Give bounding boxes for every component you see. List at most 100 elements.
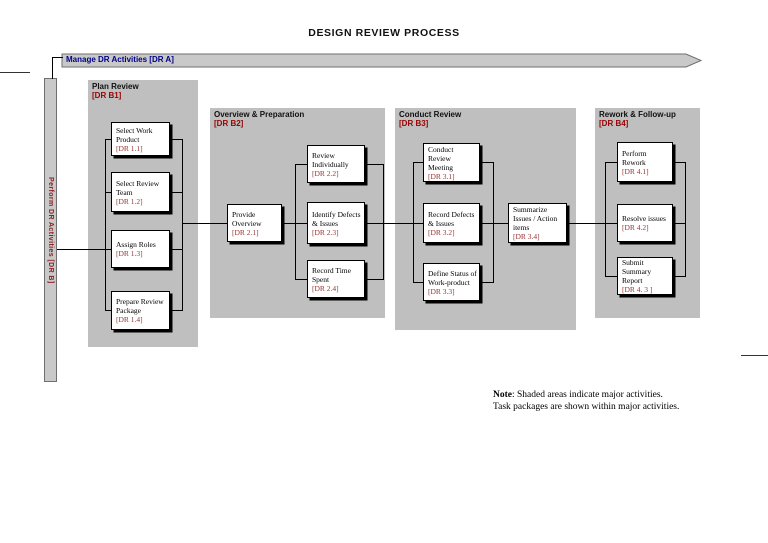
connector-line (105, 139, 106, 311)
task-submit-summary-report: Submit Summary Report [DR 4. 3 ] (617, 257, 673, 295)
section-header: Rework & Follow-up [DR B4] (599, 110, 676, 128)
section-code: [DR B3] (399, 119, 429, 128)
connector-line (673, 276, 685, 277)
task-code: [DR 3.1] (428, 171, 455, 181)
connector-line (413, 282, 423, 283)
task-record-defects-issues: Record Defects & Issues [DR 3.2] (423, 203, 480, 243)
task-code: [DR 2.1] (232, 227, 259, 237)
task-record-time-spent: Record Time Spent [DR 2.4] (307, 260, 365, 298)
task-define-status-work-product: Define Status of Work-product [DR 3.3] (423, 263, 480, 301)
connector-line (170, 249, 182, 250)
connector-line (480, 223, 508, 224)
connector-line (295, 279, 307, 280)
task-title: Define Status of Work-product (428, 268, 477, 287)
task-code: [DR 1.3] (116, 249, 143, 258)
connector-line (383, 164, 384, 280)
section-title: Plan Review (92, 82, 139, 91)
connector-line (170, 310, 182, 311)
task-code: [DR 4. 3 ] (622, 285, 653, 294)
section-title: Overview & Preparation (214, 110, 305, 119)
connector-line (567, 223, 617, 224)
task-title: Provide Overview (232, 209, 262, 228)
task-review-individually: Review Individually [DR 2.2] (307, 145, 365, 183)
section-header: Plan Review [DR B1] (92, 82, 139, 100)
task-code: [DR 4.2] (622, 223, 649, 232)
connector-line (365, 279, 383, 280)
task-title: Resolve issues (622, 214, 666, 223)
connector-line (365, 223, 423, 224)
page-title: DESIGN REVIEW PROCESS (308, 27, 460, 39)
connector-line (182, 139, 183, 311)
connector-line (480, 282, 493, 283)
note-line-1: Note: Shaded areas indicate major activi… (493, 390, 703, 402)
task-identify-defects-issues: Identify Defects & Issues [DR 2.3] (307, 202, 365, 244)
task-title: Select Review Team (116, 178, 160, 197)
task-title: Prepare Review Package (116, 297, 164, 315)
section-title: Conduct Review (399, 110, 462, 119)
connector-line (52, 57, 53, 79)
task-resolve-issues: Resolve issues [DR 4.2] (617, 204, 673, 242)
task-title: Select Work Product (116, 125, 153, 144)
note-bold: Note (493, 390, 512, 400)
task-prepare-review-package: Prepare Review Package [DR 1.4] (111, 291, 170, 330)
connector-line (413, 162, 414, 283)
connector-line (295, 223, 307, 224)
task-conduct-review-meeting: Conduct Review Meeting [DR 3.1] (423, 143, 480, 182)
task-title: Conduct Review Meeting (428, 144, 454, 172)
task-code: [DR 2.3] (312, 227, 339, 237)
manage-activities-label: Manage DR Activities [DR A] (66, 55, 174, 64)
task-assign-roles: Assign Roles [DR 1.3] (111, 230, 170, 268)
task-title: Record Defects & Issues (428, 209, 475, 228)
connector-line (685, 162, 686, 277)
connector-line (493, 162, 494, 283)
connector-line (413, 162, 423, 163)
connector-line (183, 223, 227, 224)
connector-line (605, 276, 617, 277)
perform-activities-bar: Perform DR Activities [DR B] (44, 78, 57, 382)
task-code: [DR 2.2] (312, 168, 339, 178)
task-title: Perform Rework (622, 148, 647, 167)
task-title: Assign Roles (116, 240, 156, 249)
connector-line (673, 223, 685, 224)
task-code: [DR 3.2] (428, 227, 455, 237)
task-select-review-team: Select Review Team [DR 1.2] (111, 172, 170, 212)
connector-line (105, 192, 111, 193)
manage-activities-arrow (61, 53, 703, 68)
task-title: Summarize Issues / Action items (513, 205, 558, 232)
task-title: Submit Summary Report (622, 258, 652, 285)
connector-line (105, 139, 111, 140)
connector-line (57, 249, 111, 250)
task-code: [DR 3.3] (428, 286, 455, 296)
section-code: [DR B2] (214, 119, 244, 128)
task-provide-overview: Provide Overview [DR 2.1] (227, 204, 282, 242)
connector-line (673, 162, 685, 163)
note-line-2: Task packages are shown within major act… (493, 401, 680, 412)
connector-line (105, 310, 111, 311)
connector-line (170, 139, 182, 140)
section-code: [DR B1] (92, 91, 122, 100)
task-select-work-product: Select Work Product [DR 1.1] (111, 122, 170, 156)
task-code: [DR 1.1] (116, 143, 143, 153)
task-code: [DR 2.4] (312, 283, 339, 293)
section-header: Conduct Review [DR B3] (399, 110, 461, 128)
connector-line (295, 164, 296, 280)
task-code: [DR 4.1] (622, 166, 649, 176)
section-header: Overview & Preparation [DR B2] (214, 110, 304, 128)
task-title: Review Individually (312, 150, 349, 169)
task-code: [DR 3.4] (513, 232, 540, 241)
task-summarize-issues-action-items: Summarize Issues / Action items [DR 3.4] (508, 203, 567, 243)
task-title: Record Time Spent (312, 265, 351, 284)
connector-line (480, 162, 493, 163)
crop-mark-right (741, 355, 768, 356)
task-code: [DR 1.4] (116, 315, 143, 324)
section-title: Rework & Follow-up (599, 110, 676, 119)
connector-line (295, 164, 307, 165)
task-title: Identify Defects & Issues (312, 209, 361, 228)
connector-line (605, 162, 617, 163)
connector-line (170, 192, 182, 193)
note: Note: Shaded areas indicate major activi… (493, 390, 703, 413)
task-code: [DR 1.2] (116, 196, 143, 206)
note-rest: : Shaded areas indicate major activities… (512, 390, 663, 400)
crop-mark-left (0, 72, 30, 73)
